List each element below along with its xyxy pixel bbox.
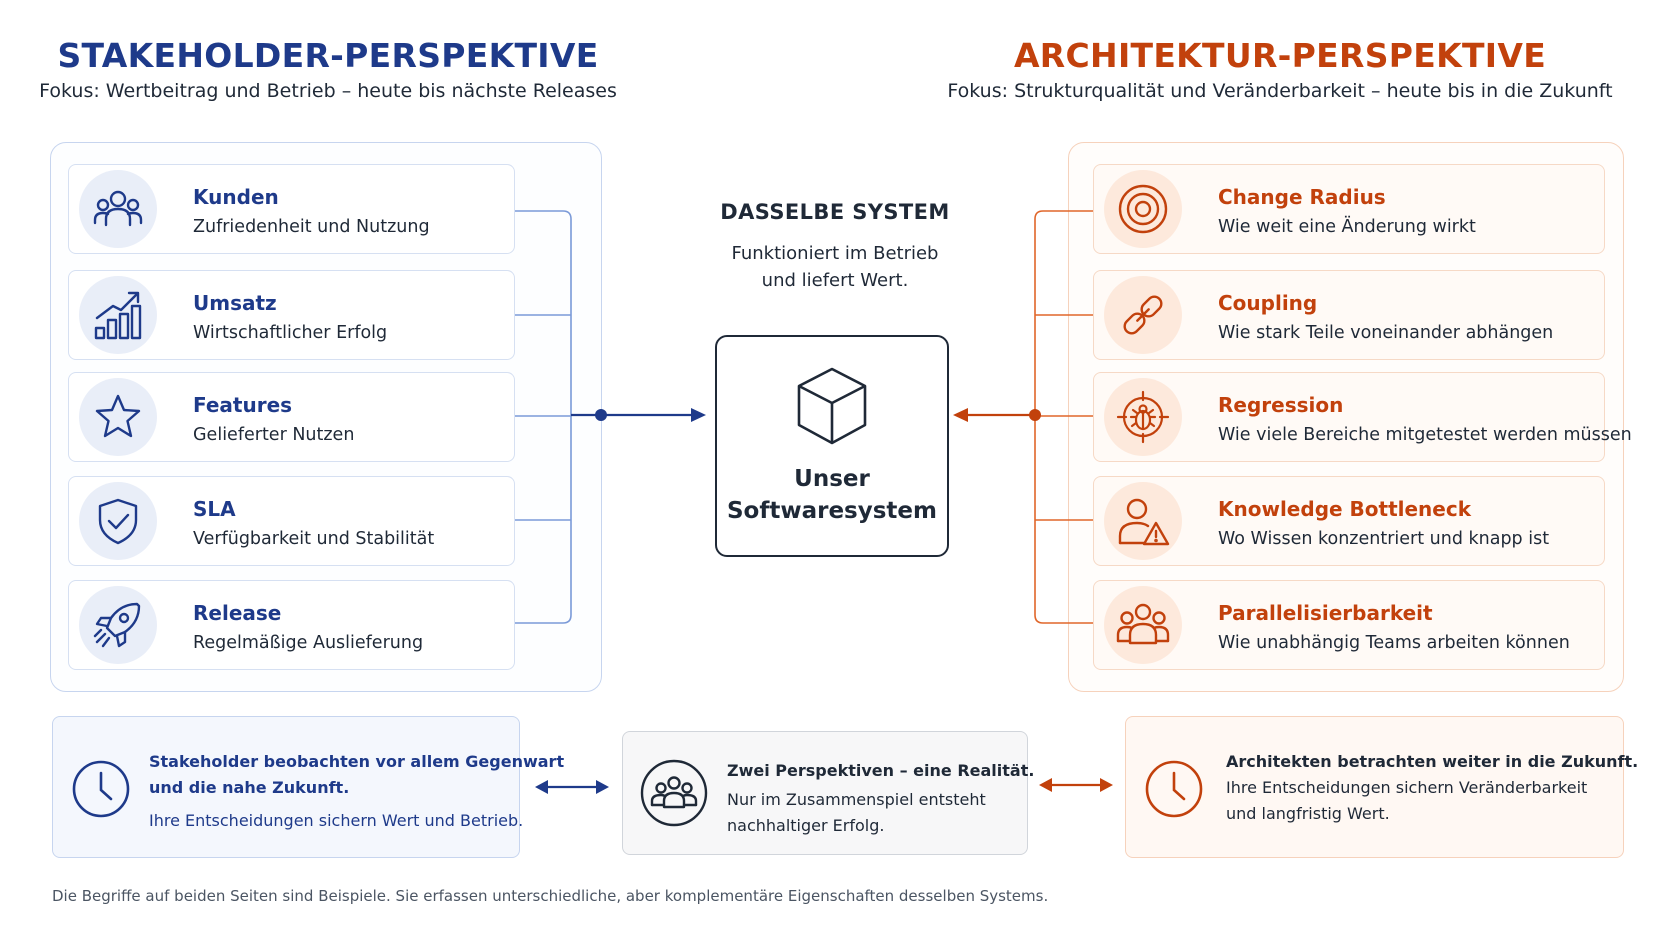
user-warning-icon xyxy=(1104,482,1182,560)
stakeholder-summary-line2: und die nahe Zukunft. xyxy=(149,778,350,797)
card-sla: SLA Verfügbarkeit und Stabilität xyxy=(68,476,515,566)
star-icon xyxy=(79,378,157,456)
card-title: Parallelisierbarkeit xyxy=(1218,601,1433,625)
card-title: Regression xyxy=(1218,393,1344,417)
card-description: Wie unabhängig Teams arbeiten können xyxy=(1218,633,1570,653)
card-coupling: Coupling Wie stark Teile voneinander abh… xyxy=(1093,270,1605,360)
card-title: Release xyxy=(193,601,282,625)
footnote: Die Begriffe auf beiden Seiten sind Beis… xyxy=(52,887,1049,905)
architecture-summary-line1: Architekten betrachten weiter in die Zuk… xyxy=(1226,752,1639,771)
card-description: Regelmäßige Auslieferung xyxy=(193,633,424,653)
center-desc-line1: Funktioniert im Betrieb xyxy=(731,243,939,264)
stakeholder-summary-line3: Ihre Entscheidungen sichern Wert und Bet… xyxy=(149,811,524,830)
cube-icon xyxy=(795,365,869,451)
shield-check-icon xyxy=(79,482,157,560)
card-description: Wie viele Bereiche mitgetestet werden mü… xyxy=(1218,425,1632,445)
system-name: Unser Softwaresystem xyxy=(717,463,947,527)
link-icon xyxy=(1104,276,1182,354)
stakeholder-summary-line1: Stakeholder beobachten vor allem Gegenwa… xyxy=(149,752,565,771)
card-kunden: Kunden Zufriedenheit und Nutzung xyxy=(68,164,515,254)
card-description: Wirtschaftlicher Erfolg xyxy=(193,323,388,343)
users-icon xyxy=(79,170,157,248)
team-icon xyxy=(1104,586,1182,664)
card-description: Wie stark Teile voneinander abhängen xyxy=(1218,323,1554,343)
combined-summary-box: Zwei Perspektiven – eine Realität. Nur i… xyxy=(622,731,1034,855)
card-description: Wo Wissen konzentriert und knapp ist xyxy=(1218,529,1550,549)
center-description: Funktioniert im Betrieb und liefert Wert… xyxy=(690,240,980,294)
stakeholder-title: STAKEHOLDER-PERSPEKTIVE xyxy=(57,36,599,75)
card-description: Wie weit eine Änderung wirkt xyxy=(1218,217,1476,237)
card-knowledge-bottleneck: Knowledge Bottleneck Wo Wissen konzentri… xyxy=(1093,476,1605,566)
center-desc-line2: und liefert Wert. xyxy=(761,270,909,291)
card-description: Verfügbarkeit und Stabilität xyxy=(193,529,435,549)
card-title: Change Radius xyxy=(1218,185,1386,209)
card-title: SLA xyxy=(193,497,236,521)
card-description: Zufriedenheit und Nutzung xyxy=(193,217,430,237)
group-icon xyxy=(639,758,709,832)
combined-summary-line1: Zwei Perspektiven – eine Realität. xyxy=(727,761,1035,780)
double-arrow-right xyxy=(1039,778,1113,792)
card-description: Gelieferter Nutzen xyxy=(193,425,355,445)
bug-icon xyxy=(1104,378,1182,456)
card-umsatz: Umsatz Wirtschaftlicher Erfolg xyxy=(68,270,515,360)
system-name-line2: Softwaresystem xyxy=(726,498,937,524)
architecture-subtitle: Fokus: Strukturqualität und Veränderbark… xyxy=(947,80,1613,102)
card-title: Kunden xyxy=(193,185,279,209)
system-name-line1: Unser xyxy=(794,466,870,492)
card-change-radius: Change Radius Wie weit eine Änderung wir… xyxy=(1093,164,1605,254)
clock-icon xyxy=(1144,759,1204,823)
bar-chart-icon xyxy=(79,276,157,354)
stakeholder-summary-box: Stakeholder beobachten vor allem Gegenwa… xyxy=(52,716,564,858)
arrow-to-system-right xyxy=(953,408,1041,422)
card-title: Coupling xyxy=(1218,291,1318,315)
system-box: Unser Softwaresystem xyxy=(715,335,949,557)
combined-summary-line2: Nur im Zusammenspiel entsteht xyxy=(727,790,986,809)
architecture-title: ARCHITEKTUR-PERSPEKTIVE xyxy=(1013,36,1547,75)
card-title: Features xyxy=(193,393,293,417)
card-parallelisierbarkeit: Parallelisierbarkeit Wie unabhängig Team… xyxy=(1093,580,1605,670)
card-regression: Regression Wie viele Bereiche mitgeteste… xyxy=(1093,372,1632,462)
architecture-summary-line2: Ihre Entscheidungen sichern Veränderbark… xyxy=(1226,778,1588,797)
architecture-summary-line3: und langfristig Wert. xyxy=(1226,804,1390,823)
card-release: Release Regelmäßige Auslieferung xyxy=(68,580,515,670)
card-title: Umsatz xyxy=(193,291,277,315)
combined-summary-line3: nachhaltiger Erfolg. xyxy=(727,816,885,835)
center-title: DASSELBE SYSTEM xyxy=(720,200,950,224)
rocket-icon xyxy=(79,586,157,664)
arrow-to-system-left xyxy=(571,408,706,422)
clock-icon xyxy=(71,759,131,823)
architecture-summary-box: Architekten betrachten weiter in die Zuk… xyxy=(1125,716,1638,858)
card-features: Features Gelieferter Nutzen xyxy=(68,372,515,462)
card-title: Knowledge Bottleneck xyxy=(1218,497,1472,521)
double-arrow-left xyxy=(535,780,609,794)
stakeholder-subtitle: Fokus: Wertbeitrag und Betrieb – heute b… xyxy=(39,80,617,102)
target-icon xyxy=(1104,170,1182,248)
